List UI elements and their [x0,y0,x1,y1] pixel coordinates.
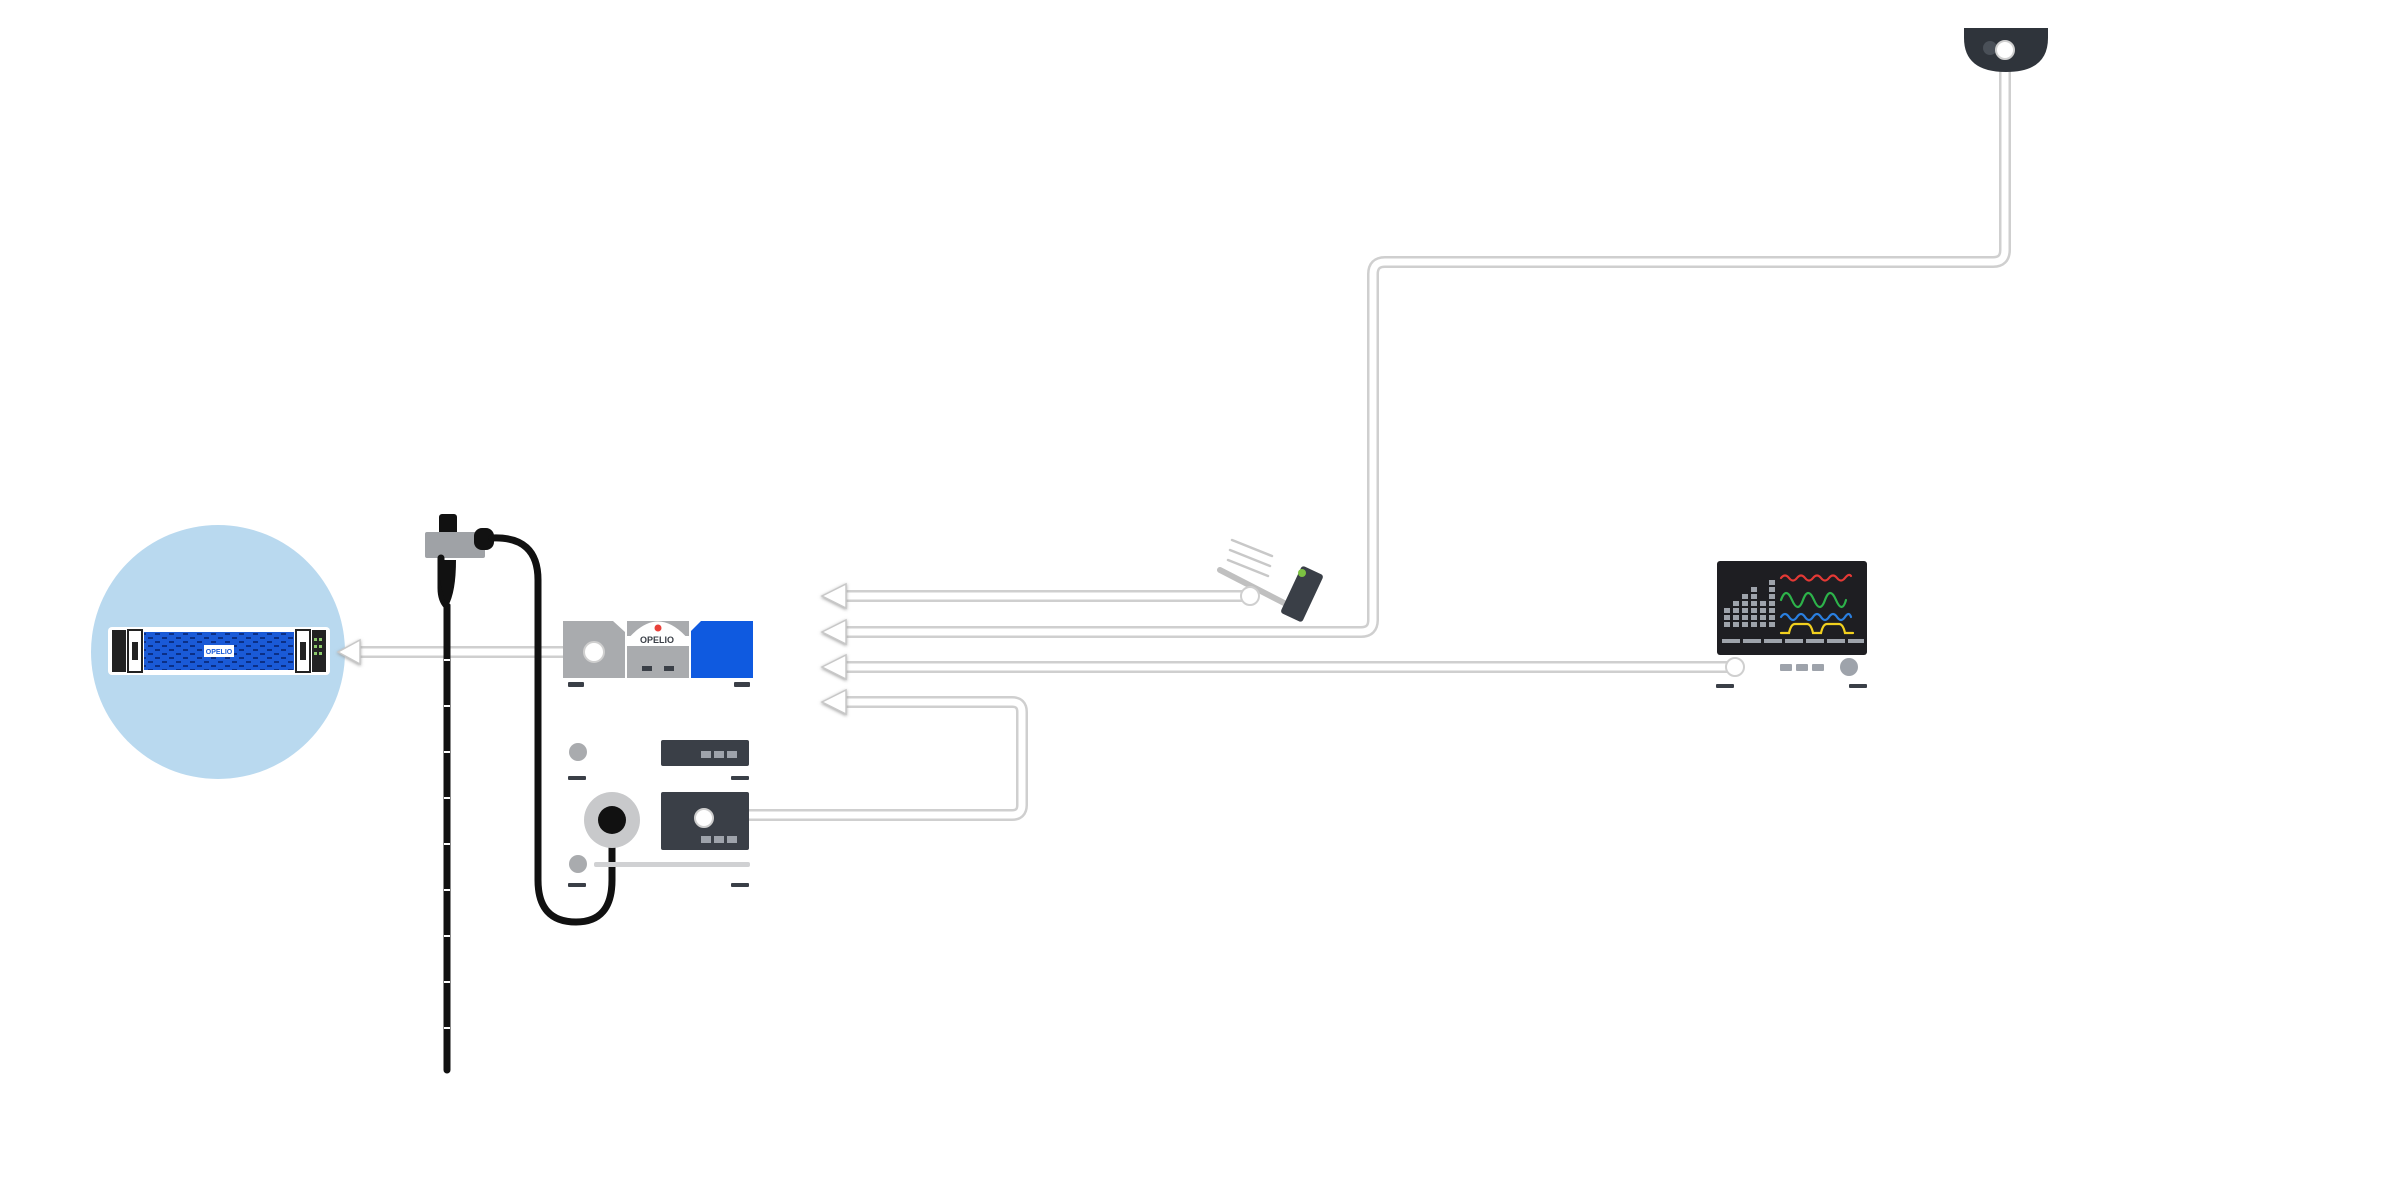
ceiling-camera-icon [1964,28,2048,72]
connector-port [583,641,605,663]
arrow-left-icon [820,653,847,681]
status-led [1298,569,1306,577]
light-source-icon: OPELIO [563,621,753,687]
arrow-left-icon [820,688,847,716]
rack-server-icon: OPELIO [108,627,330,675]
arrow-heads [336,582,847,716]
connector-port [694,808,714,828]
arrow-left-icon [336,638,361,666]
connector-port [1240,586,1260,606]
arrow-left-icon [820,618,847,646]
cable-control-unit [698,696,1028,821]
server-badge-label: OPELIO [206,649,233,656]
oscilloscope-icon [1716,561,1867,688]
foot-switch-icon [1217,538,1323,622]
connector-port [1725,657,1745,677]
status-led [654,624,662,632]
fiber-probe-icon [425,514,616,1074]
brand-logo: OPELIO [640,635,674,645]
control-unit-icon [568,740,750,887]
arrow-left-icon [820,582,847,610]
cable-camera [834,44,2011,638]
connection-cables [344,44,2011,821]
